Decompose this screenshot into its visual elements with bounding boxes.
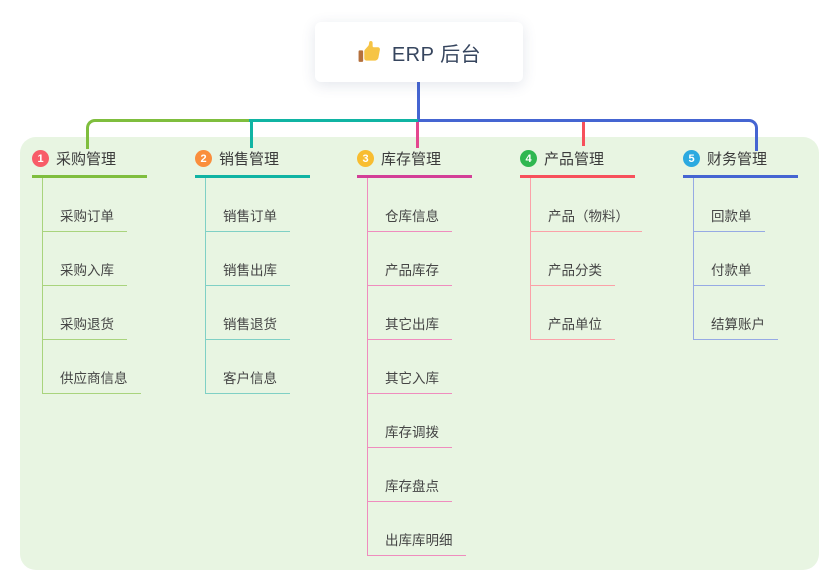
mindmap-node[interactable]: 其它入库 xyxy=(368,340,452,394)
connector-drop-inventory xyxy=(416,122,419,148)
node-label: 库存盘点 xyxy=(385,479,439,494)
mindmap-node[interactable]: 库存调拨 xyxy=(368,394,452,448)
node-label: 库存调拨 xyxy=(385,425,439,440)
thumbs-up-icon xyxy=(357,40,382,65)
connector-bus-left xyxy=(86,119,252,149)
node-label: 采购退货 xyxy=(60,317,114,332)
mindmap-node[interactable]: 销售出库 xyxy=(206,232,290,286)
node-label: 其它入库 xyxy=(385,371,439,386)
connector-root-stem xyxy=(417,82,420,120)
root-node[interactable]: ERP 后台 xyxy=(315,22,523,82)
mindmap-node[interactable]: 供应商信息 xyxy=(43,340,141,394)
root-node-label: ERP 后台 xyxy=(391,43,482,66)
branch-number-badge: 1 xyxy=(32,150,49,167)
mindmap-node[interactable]: 仓库信息 xyxy=(368,178,452,232)
branch-children: 产品（物料） 产品分类 产品单位 xyxy=(530,178,642,340)
mindmap-node[interactable]: 产品库存 xyxy=(368,232,452,286)
branch-label: 采购管理 xyxy=(56,151,117,168)
branch-number-badge: 4 xyxy=(520,150,537,167)
mindmap-node[interactable]: 其它出库 xyxy=(368,286,452,340)
mindmap-node[interactable]: 产品单位 xyxy=(531,286,615,340)
branch-header-purchase[interactable]: 1 采购管理 xyxy=(32,148,147,178)
mindmap-node[interactable]: 产品分类 xyxy=(531,232,615,286)
branch-label: 财务管理 xyxy=(707,151,768,168)
mindmap-node[interactable]: 采购订单 xyxy=(43,178,127,232)
node-label: 产品（物料） xyxy=(548,209,629,224)
branch-number-badge: 3 xyxy=(357,150,374,167)
node-label: 产品分类 xyxy=(548,263,602,278)
mindmap-node[interactable]: 结算账户 xyxy=(694,286,778,340)
mindmap-panel xyxy=(20,137,819,570)
branch-header-product[interactable]: 4 产品管理 xyxy=(520,148,635,178)
branch-product: 4 产品管理 产品（物料） 产品分类 产品单位 xyxy=(520,148,642,340)
node-label: 采购入库 xyxy=(60,263,114,278)
mindmap-node[interactable]: 回款单 xyxy=(694,178,765,232)
node-label: 采购订单 xyxy=(60,209,114,224)
branch-children: 仓库信息 产品库存 其它出库 其它入库 库存调拨 库存盘点 出库库明细 xyxy=(367,178,472,556)
connector-bus-middle xyxy=(249,119,418,122)
branch-header-sales[interactable]: 2 销售管理 xyxy=(195,148,310,178)
node-label: 产品单位 xyxy=(548,317,602,332)
mindmap-node[interactable]: 采购退货 xyxy=(43,286,127,340)
connector-drop-sales xyxy=(250,122,253,148)
mindmap-node[interactable]: 库存盘点 xyxy=(368,448,452,502)
branch-children: 回款单 付款单 结算账户 xyxy=(693,178,798,340)
mindmap-node[interactable]: 产品（物料） xyxy=(531,178,642,232)
mindmap-node[interactable]: 出库库明细 xyxy=(368,502,466,556)
mindmap-node[interactable]: 销售订单 xyxy=(206,178,290,232)
mindmap-node[interactable]: 付款单 xyxy=(694,232,765,286)
branch-label: 销售管理 xyxy=(219,151,280,168)
node-label: 付款单 xyxy=(711,263,752,278)
branch-label: 库存管理 xyxy=(381,151,442,168)
connector-drop-product xyxy=(582,122,585,146)
node-label: 客户信息 xyxy=(223,371,277,386)
branch-inventory: 3 库存管理 仓库信息 产品库存 其它出库 其它入库 库存调拨 库存盘点 出库库… xyxy=(357,148,472,556)
node-label: 回款单 xyxy=(711,209,752,224)
node-label: 结算账户 xyxy=(711,317,765,332)
mindmap-node[interactable]: 采购入库 xyxy=(43,232,127,286)
node-label: 出库库明细 xyxy=(385,533,453,548)
branch-children: 采购订单 采购入库 采购退货 供应商信息 xyxy=(42,178,147,394)
connector-bus-right xyxy=(418,119,758,151)
node-label: 销售出库 xyxy=(223,263,277,278)
node-label: 产品库存 xyxy=(385,263,439,278)
branch-label: 产品管理 xyxy=(544,151,605,168)
branch-header-inventory[interactable]: 3 库存管理 xyxy=(357,148,472,178)
branch-children: 销售订单 销售出库 销售退货 客户信息 xyxy=(205,178,310,394)
node-label: 其它出库 xyxy=(385,317,439,332)
node-label: 仓库信息 xyxy=(385,209,439,224)
mindmap-node[interactable]: 销售退货 xyxy=(206,286,290,340)
branch-sales: 2 销售管理 销售订单 销售出库 销售退货 客户信息 xyxy=(195,148,310,394)
branch-header-finance[interactable]: 5 财务管理 xyxy=(683,148,798,178)
node-label: 供应商信息 xyxy=(60,371,128,386)
node-label: 销售退货 xyxy=(223,317,277,332)
node-label: 销售订单 xyxy=(223,209,277,224)
branch-number-badge: 2 xyxy=(195,150,212,167)
branch-finance: 5 财务管理 回款单 付款单 结算账户 xyxy=(683,148,798,340)
branch-number-badge: 5 xyxy=(683,150,700,167)
mindmap-node[interactable]: 客户信息 xyxy=(206,340,290,394)
branch-purchase: 1 采购管理 采购订单 采购入库 采购退货 供应商信息 xyxy=(32,148,147,394)
